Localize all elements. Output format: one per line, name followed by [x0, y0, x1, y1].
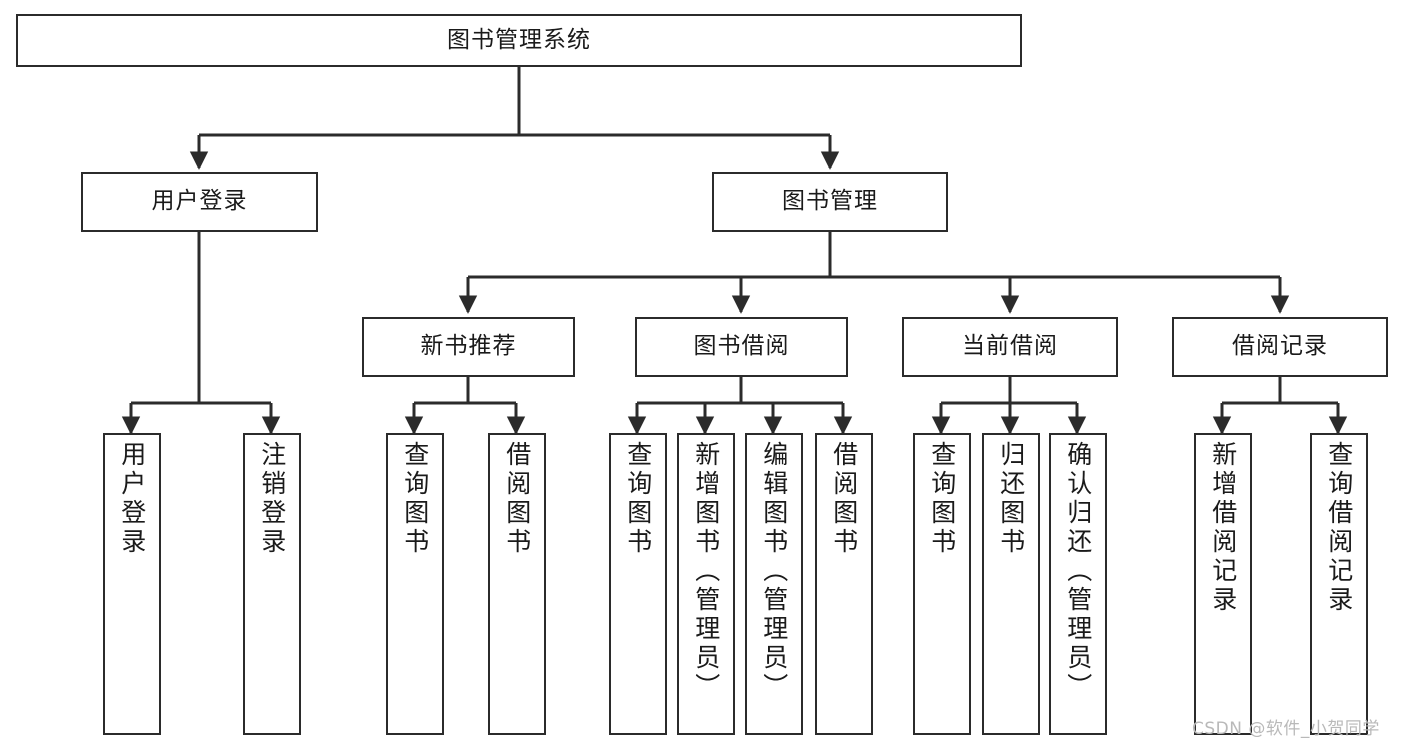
node-leaf-return-book-label: 归还图书 — [996, 441, 1026, 557]
node-book-manage-label: 图书管理 — [782, 188, 878, 215]
node-leaf-user-logout-label: 注销登录 — [257, 441, 287, 557]
node-root-label: 图书管理系统 — [447, 26, 591, 53]
node-leaf-query-book-1[interactable]: 查询图书 — [386, 433, 444, 735]
node-leaf-add-book-label: 新增图书（管理员） — [691, 441, 721, 702]
node-leaf-user-login-label: 用户登录 — [117, 441, 147, 557]
csdn-watermark: CSDN @软件_小贺同学 — [1192, 719, 1380, 739]
node-leaf-borrow-book-1-label: 借阅图书 — [502, 441, 532, 557]
node-leaf-user-login[interactable]: 用户登录 — [103, 433, 161, 735]
node-leaf-borrow-book-2-label: 借阅图书 — [829, 441, 859, 557]
node-leaf-add-book[interactable]: 新增图书（管理员） — [677, 433, 735, 735]
node-book-borrow-label: 图书借阅 — [693, 333, 790, 360]
node-leaf-query-book-2[interactable]: 查询图书 — [609, 433, 667, 735]
node-leaf-query-book-2-label: 查询图书 — [623, 441, 653, 557]
node-leaf-borrow-book-2[interactable]: 借阅图书 — [815, 433, 873, 735]
node-leaf-add-record[interactable]: 新增借阅记录 — [1194, 433, 1252, 735]
node-leaf-query-record-label: 查询借阅记录 — [1324, 441, 1354, 615]
node-current-borrow-label: 当前借阅 — [962, 333, 1058, 360]
node-leaf-user-logout[interactable]: 注销登录 — [243, 433, 301, 735]
node-leaf-query-book-1-label: 查询图书 — [400, 441, 430, 557]
node-leaf-borrow-book-1[interactable]: 借阅图书 — [488, 433, 546, 735]
node-new-book-rec[interactable]: 新书推荐 — [362, 317, 575, 377]
node-book-borrow[interactable]: 图书借阅 — [635, 317, 848, 377]
node-leaf-edit-book[interactable]: 编辑图书（管理员） — [745, 433, 803, 735]
node-leaf-query-book-3-label: 查询图书 — [927, 441, 957, 557]
node-leaf-query-book-3[interactable]: 查询图书 — [913, 433, 971, 735]
node-root[interactable]: 图书管理系统 — [16, 14, 1022, 67]
node-borrow-record-label: 借阅记录 — [1232, 333, 1328, 360]
node-leaf-add-record-label: 新增借阅记录 — [1208, 441, 1238, 615]
node-book-manage[interactable]: 图书管理 — [712, 172, 948, 232]
node-user-login-label: 用户登录 — [151, 188, 248, 215]
node-leaf-query-record[interactable]: 查询借阅记录 — [1310, 433, 1368, 735]
node-current-borrow[interactable]: 当前借阅 — [902, 317, 1118, 377]
node-user-login[interactable]: 用户登录 — [81, 172, 318, 232]
node-leaf-edit-book-label: 编辑图书（管理员） — [759, 441, 789, 702]
node-leaf-confirm-return-label: 确认归还（管理员） — [1063, 441, 1093, 702]
node-leaf-confirm-return[interactable]: 确认归还（管理员） — [1049, 433, 1107, 735]
node-borrow-record[interactable]: 借阅记录 — [1172, 317, 1388, 377]
node-leaf-return-book[interactable]: 归还图书 — [982, 433, 1040, 735]
node-new-book-rec-label: 新书推荐 — [420, 333, 517, 360]
